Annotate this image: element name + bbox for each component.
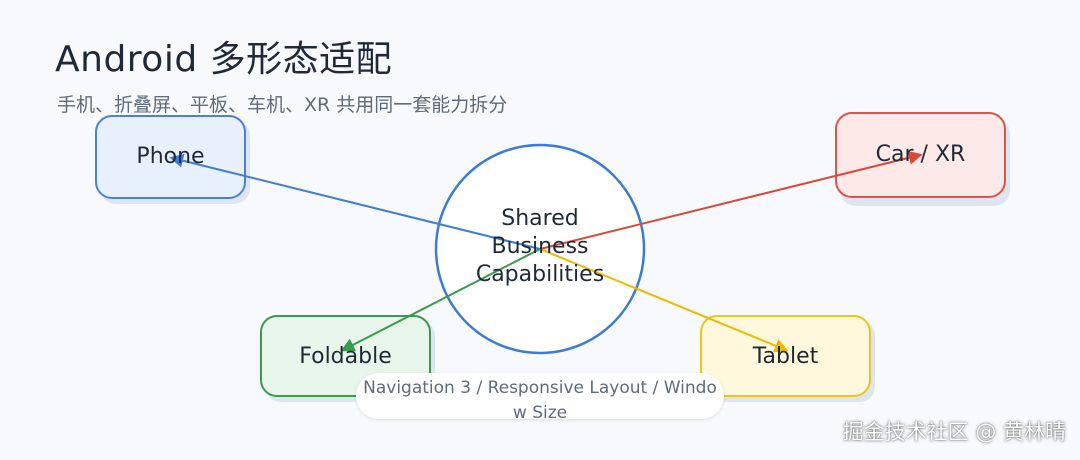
core-label-line: Business — [491, 234, 589, 259]
car-xr-connector-arrow — [539, 150, 923, 250]
core-label: Shared Business Capabilities — [440, 205, 640, 289]
watermark: 掘金技术社区 @ 黄林晴 — [842, 420, 1066, 444]
core-label-line: Capabilities — [475, 262, 605, 287]
page-subtitle: 手机、折叠屏、平板、车机、XR 共用同一套能力拆分 — [57, 94, 508, 116]
phone-connector-arrow — [169, 153, 541, 250]
tech-note-pill — [356, 373, 724, 419]
tablet-label: Tablet — [752, 344, 819, 369]
tablet-card — [700, 315, 871, 397]
car-xr-label: Car / XR — [875, 142, 966, 167]
page-title: Android 多形态适配 — [55, 39, 393, 80]
phone-label: Phone — [136, 144, 205, 169]
tablet-connector-arrow — [539, 248, 789, 353]
core-label-line: Shared — [501, 206, 579, 231]
foldable-label: Foldable — [299, 344, 392, 369]
foldable-connector-arrow — [340, 248, 541, 352]
tech-note-text: Navigation 3 / Responsive Layout / Windo… — [363, 378, 717, 423]
